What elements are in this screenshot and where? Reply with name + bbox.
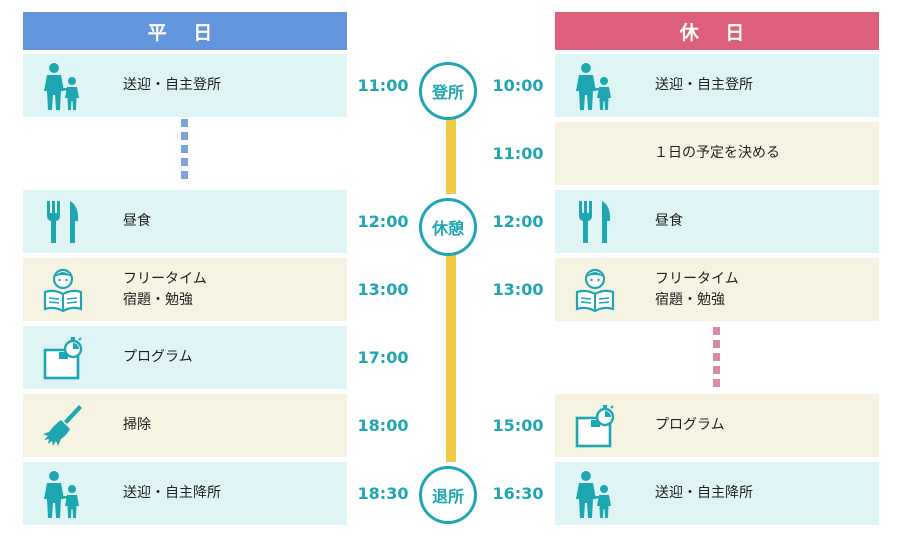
weekday-row-freetime: フリータイム 宿題・勉強 — [23, 258, 347, 321]
holiday-row-arrival: 送迎・自主登所 — [555, 54, 879, 117]
weekday-time-program: 17:00 — [357, 348, 409, 367]
holiday-time-freetime: 13:00 — [492, 280, 544, 299]
holiday-header: 休 日 — [555, 12, 879, 50]
fork-knife-icon — [555, 190, 635, 253]
weekday-label-freetime-line2: 宿題・勉強 — [123, 291, 193, 308]
holiday-dotted-connector — [713, 327, 720, 392]
holiday-label-plan: １日の予定を決める — [654, 145, 780, 161]
weekday-label-freetime-line1: フリータイム — [123, 270, 207, 287]
holiday-row-program: プログラム — [555, 394, 879, 457]
weekday-label-arrival: 送迎・自主登所 — [123, 77, 221, 93]
holiday-time-plan: 11:00 — [492, 144, 544, 163]
holiday-time-arrival: 10:00 — [492, 76, 544, 95]
holiday-time-departure: 16:30 — [492, 484, 544, 503]
timeline-node-break: 休憩 — [419, 198, 477, 256]
weekday-dotted-connector — [181, 119, 188, 184]
holiday-label-arrival: 送迎・自主登所 — [655, 77, 753, 93]
weekday-time-departure: 18:30 — [357, 484, 409, 503]
weekday-header: 平 日 — [23, 12, 347, 50]
reading-child-icon — [23, 258, 103, 321]
fork-knife-icon — [23, 190, 103, 253]
weekday-row-program: プログラム — [23, 326, 347, 389]
weekday-time-arrival: 11:00 — [357, 76, 409, 95]
weekday-time-freetime: 13:00 — [357, 280, 409, 299]
holiday-label-freetime: フリータイム 宿題・勉強 — [635, 269, 739, 311]
weekday-row-lunch: 昼食 — [23, 190, 347, 253]
holiday-label-freetime-line2: 宿題・勉強 — [655, 291, 725, 308]
parent-child-icon — [555, 462, 635, 525]
weekday-time-cleaning: 18:00 — [357, 416, 409, 435]
weekday-row-cleaning: 掃除 — [23, 394, 347, 457]
weekday-label-departure: 送迎・自主降所 — [123, 485, 221, 501]
timeline-segment-morning — [446, 110, 456, 194]
timeline-segment-afternoon — [446, 248, 456, 462]
weekday-label-lunch: 昼食 — [123, 213, 151, 229]
weekday-label-freetime: フリータイム 宿題・勉強 — [103, 269, 207, 311]
reading-child-icon — [555, 258, 635, 321]
broom-icon — [23, 394, 103, 457]
holiday-label-program: プログラム — [655, 417, 725, 433]
holiday-label-lunch: 昼食 — [655, 213, 683, 229]
holiday-label-freetime-line1: フリータイム — [655, 270, 739, 287]
parent-child-icon — [555, 54, 635, 117]
holiday-row-freetime: フリータイム 宿題・勉強 — [555, 258, 879, 321]
weekday-label-cleaning: 掃除 — [123, 417, 151, 433]
weekday-row-arrival: 送迎・自主登所 — [23, 54, 347, 117]
parent-child-icon — [23, 462, 103, 525]
board-timer-icon — [555, 394, 635, 457]
holiday-time-lunch: 12:00 — [492, 212, 544, 231]
weekday-label-program: プログラム — [123, 349, 193, 365]
holiday-label-departure: 送迎・自主降所 — [655, 485, 753, 501]
weekday-time-lunch: 12:00 — [357, 212, 409, 231]
timeline-node-arrival: 登所 — [419, 62, 477, 120]
holiday-row-plan: １日の予定を決める — [555, 122, 879, 185]
holiday-row-lunch: 昼食 — [555, 190, 879, 253]
holiday-time-program: 15:00 — [492, 416, 544, 435]
timeline-node-departure: 退所 — [419, 466, 477, 524]
parent-child-icon — [23, 54, 103, 117]
weekday-row-departure: 送迎・自主降所 — [23, 462, 347, 525]
board-timer-icon — [23, 326, 103, 389]
holiday-row-departure: 送迎・自主降所 — [555, 462, 879, 525]
